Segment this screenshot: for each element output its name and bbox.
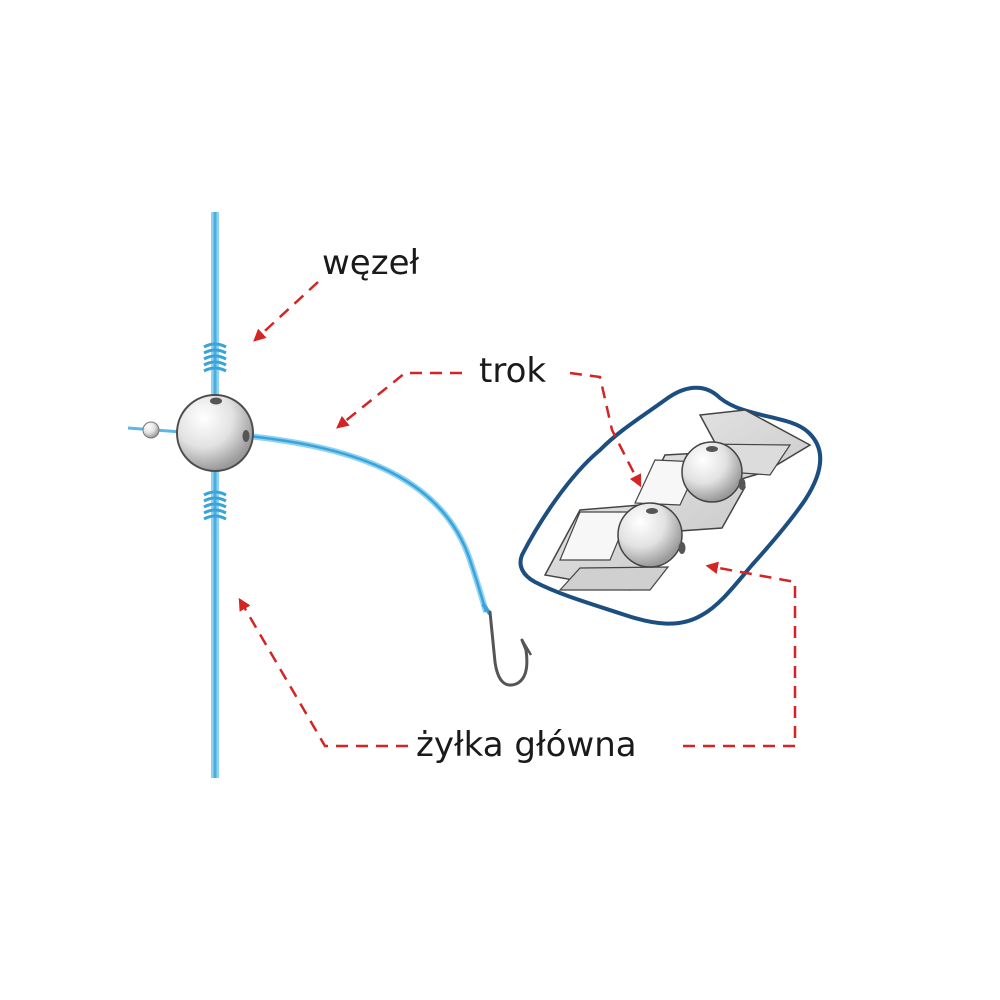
label-trok: trok (479, 351, 547, 391)
bead-icon (176, 394, 254, 472)
label-main-line: żyłka główna (416, 725, 637, 765)
hook-icon (481, 602, 533, 687)
label-knot: węzeł (322, 243, 420, 283)
knot-arrow (253, 281, 319, 342)
main-line-arrow-left (238, 597, 408, 748)
knot-icon (203, 342, 227, 373)
stopper (127, 421, 183, 439)
main-line-arrow-right (683, 561, 797, 748)
trok-arrow-left (336, 371, 462, 429)
arrows (238, 281, 797, 748)
knot-icon (203, 490, 227, 521)
trok-line (247, 433, 489, 613)
bead-card-icon (518, 385, 823, 626)
